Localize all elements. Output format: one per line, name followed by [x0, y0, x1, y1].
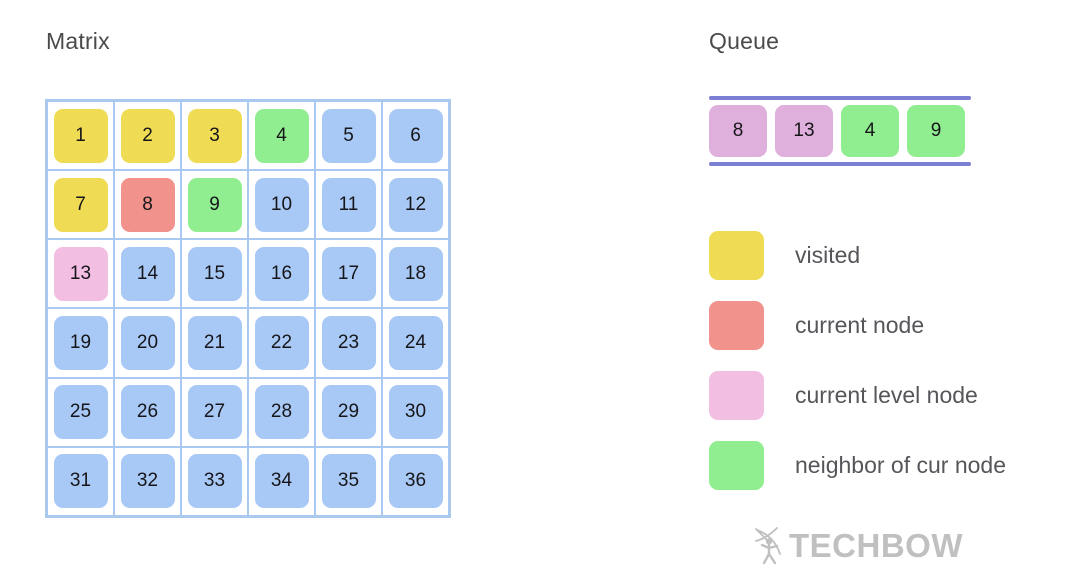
matrix-cell-value: 23 [321, 316, 376, 371]
matrix-cell-value: 32 [120, 454, 175, 509]
matrix-cell[interactable]: 8 [114, 170, 181, 240]
matrix-cell-value: 14 [120, 246, 175, 301]
matrix-cell[interactable]: 26 [114, 377, 181, 447]
matrix-cell-value: 6 [388, 108, 443, 163]
matrix-cell[interactable]: 30 [382, 377, 449, 447]
queue-section-title: Queue [709, 28, 780, 54]
matrix-cell[interactable]: 35 [315, 446, 382, 516]
color-legend: visited current node current level node nei… [709, 220, 1006, 500]
matrix-cell-value: 19 [53, 316, 108, 371]
legend-row: current node [709, 290, 1006, 360]
matrix-cell-value: 10 [254, 177, 309, 232]
techbow-logo: TECHBOW [754, 527, 963, 565]
matrix-cell[interactable]: 15 [181, 239, 248, 309]
matrix-cell[interactable]: 29 [315, 377, 382, 447]
matrix-cell-value: 9 [187, 177, 242, 232]
matrix-cell-value: 30 [388, 385, 443, 440]
matrix-cell-value: 20 [120, 316, 175, 371]
matrix-cell[interactable]: 33 [181, 446, 248, 516]
matrix-cell[interactable]: 31 [47, 446, 114, 516]
matrix-cell[interactable]: 32 [114, 446, 181, 516]
legend-label: current node [795, 311, 925, 338]
matrix-cell[interactable]: 14 [114, 239, 181, 309]
matrix-cell-value: 5 [321, 108, 376, 163]
matrix-cell[interactable]: 18 [382, 239, 449, 309]
matrix-cell[interactable]: 20 [114, 308, 181, 378]
matrix-cell-value: 13 [53, 246, 108, 301]
matrix-cell[interactable]: 10 [248, 170, 315, 240]
matrix-cell-value: 11 [321, 177, 376, 232]
matrix-cell-value: 26 [120, 385, 175, 440]
matrix-cell-value: 16 [254, 246, 309, 301]
matrix-cell[interactable]: 36 [382, 446, 449, 516]
queue-item[interactable]: 8 [709, 105, 767, 157]
matrix-cell[interactable]: 4 [248, 101, 315, 171]
logo-wordmark: TECHBOW [789, 527, 963, 564]
queue-top-rule [709, 96, 971, 100]
matrix-cell[interactable]: 28 [248, 377, 315, 447]
matrix-cell[interactable]: 7 [47, 170, 114, 240]
matrix-cell-value: 1 [53, 108, 108, 163]
matrix-cell[interactable]: 5 [315, 101, 382, 171]
matrix-cell-value: 33 [187, 454, 242, 509]
matrix-cell-value: 15 [187, 246, 242, 301]
matrix-cell-value: 4 [254, 108, 309, 163]
matrix-cell-value: 28 [254, 385, 309, 440]
matrix-cell-value: 8 [120, 177, 175, 232]
matrix-cell-value: 36 [388, 454, 443, 509]
matrix-cell[interactable]: 34 [248, 446, 315, 516]
legend-swatch-neighbor [709, 440, 764, 490]
legend-swatch-current-node [709, 300, 764, 350]
matrix-cell[interactable]: 24 [382, 308, 449, 378]
matrix-cell[interactable]: 27 [181, 377, 248, 447]
legend-row: current level node [709, 360, 1006, 430]
matrix-cell-value: 27 [187, 385, 242, 440]
legend-row: neighbor of cur node [709, 430, 1006, 500]
queue-bottom-rule [709, 162, 971, 166]
matrix-cell[interactable]: 21 [181, 308, 248, 378]
matrix-section-title: Matrix [46, 28, 110, 54]
matrix-cell-value: 35 [321, 454, 376, 509]
matrix-cell-value: 18 [388, 246, 443, 301]
matrix-cell[interactable]: 9 [181, 170, 248, 240]
matrix-cell[interactable]: 13 [47, 239, 114, 309]
legend-label: neighbor of cur node [795, 451, 1006, 478]
legend-label: current level node [795, 381, 978, 408]
matrix-cell[interactable]: 17 [315, 239, 382, 309]
matrix-cell-value: 17 [321, 246, 376, 301]
legend-swatch-current-level-node [709, 370, 764, 420]
legend-label: visited [795, 241, 861, 268]
queue-item[interactable]: 4 [841, 105, 899, 157]
queue-item[interactable]: 13 [775, 105, 833, 157]
matrix-cell-value: 7 [53, 177, 108, 232]
matrix-cell-value: 3 [187, 108, 242, 163]
matrix-cell-value: 12 [388, 177, 443, 232]
legend-row: visited [709, 220, 1006, 290]
matrix-cell-value: 2 [120, 108, 175, 163]
matrix-cell-value: 24 [388, 316, 443, 371]
matrix-cell[interactable]: 16 [248, 239, 315, 309]
matrix-cell[interactable]: 1 [47, 101, 114, 171]
matrix-cell-value: 25 [53, 385, 108, 440]
matrix-cell-value: 34 [254, 454, 309, 509]
matrix-cell[interactable]: 3 [181, 101, 248, 171]
matrix-cell-value: 22 [254, 316, 309, 371]
legend-swatch-visited [709, 230, 764, 280]
matrix-cell[interactable]: 19 [47, 308, 114, 378]
matrix-cell[interactable]: 11 [315, 170, 382, 240]
matrix-cell-value: 31 [53, 454, 108, 509]
matrix-cell[interactable]: 22 [248, 308, 315, 378]
matrix-cell[interactable]: 23 [315, 308, 382, 378]
matrix-cell[interactable]: 6 [382, 101, 449, 171]
archer-bow-icon [755, 527, 781, 565]
matrix-cell-value: 29 [321, 385, 376, 440]
queue-item[interactable]: 9 [907, 105, 965, 157]
matrix-cell[interactable]: 12 [382, 170, 449, 240]
matrix-cell[interactable]: 2 [114, 101, 181, 171]
matrix-cell-value: 21 [187, 316, 242, 371]
matrix-cell[interactable]: 25 [47, 377, 114, 447]
